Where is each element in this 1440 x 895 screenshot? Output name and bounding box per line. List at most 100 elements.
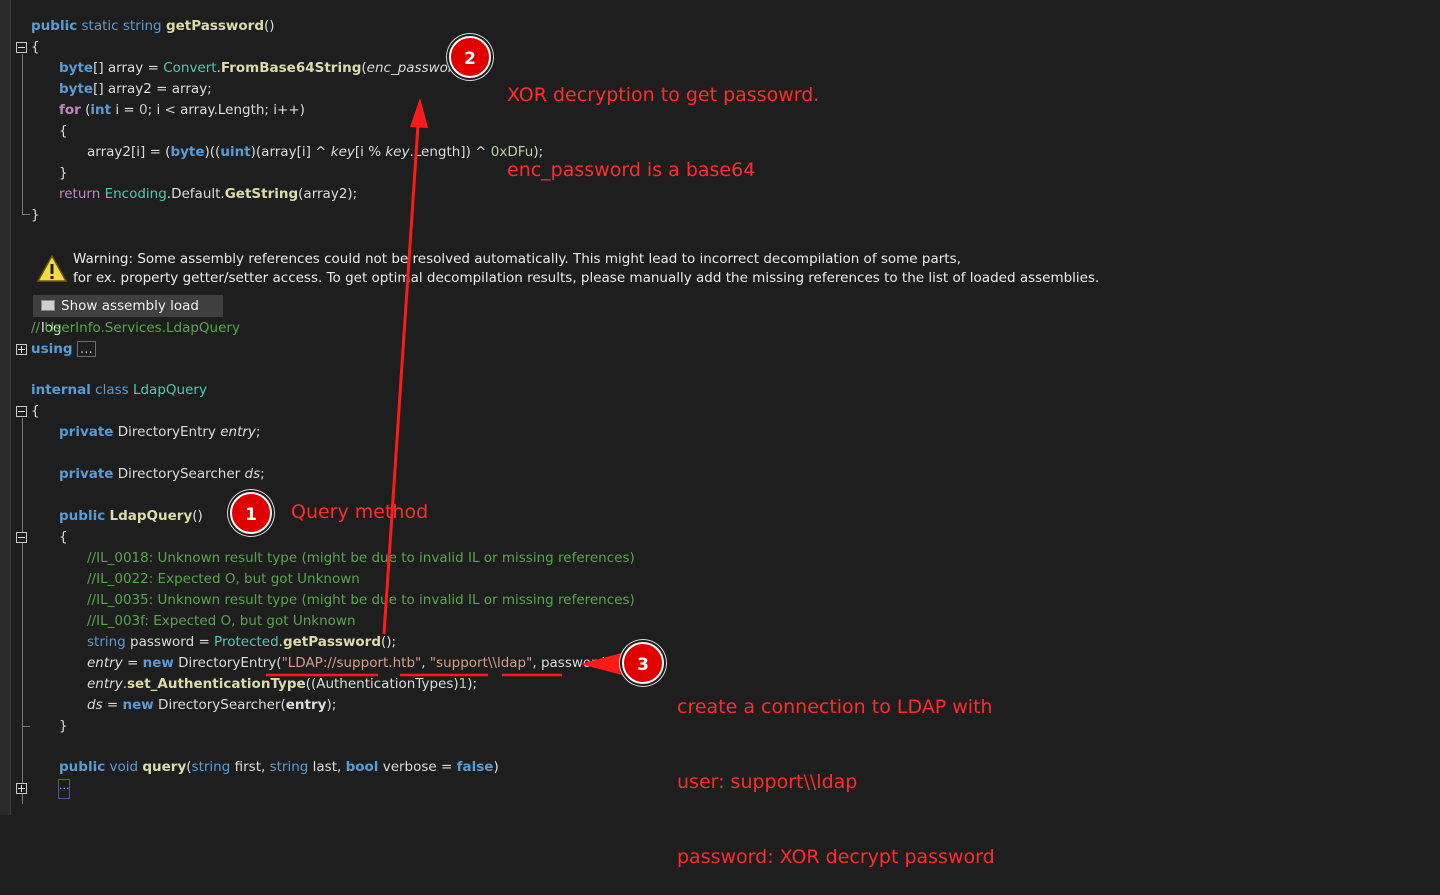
brace: { <box>31 403 40 419</box>
type-keyword: string <box>191 759 231 775</box>
method-name[interactable]: getPassword <box>165 18 264 34</box>
method-name[interactable]: FromBase64String <box>220 60 362 76</box>
code-text: .Length]) ^ <box>409 144 491 160</box>
type-name[interactable]: Encoding <box>104 186 167 202</box>
method-name[interactable]: GetString <box>224 186 299 202</box>
control-keyword: for <box>59 102 81 118</box>
il-comment: //IL_0022: Expected O, but got Unknown <box>87 571 360 587</box>
expand-toggle[interactable] <box>16 783 27 794</box>
type-name[interactable]: Protected <box>214 634 279 650</box>
code-text: first, <box>230 759 270 775</box>
type-keyword: int <box>90 102 112 118</box>
code-text: ((AuthenticationTypes) <box>305 676 459 692</box>
code-text: DirectorySearcher( <box>153 697 286 713</box>
expand-toggle[interactable] <box>16 344 27 355</box>
variable-ref[interactable]: password <box>540 655 606 671</box>
method-name[interactable]: getPassword <box>282 634 382 650</box>
field-ref[interactable]: key <box>330 144 355 160</box>
keyword: new <box>122 697 154 713</box>
type-keyword: string <box>87 634 126 650</box>
collapsed-region[interactable]: ... <box>76 341 96 357</box>
fold-guide-end <box>22 726 30 727</box>
code-text: = <box>122 655 143 671</box>
code-text: = <box>102 697 123 713</box>
namespace-comment: // UserInfo.Services.LdapQuery <box>31 320 240 336</box>
keyword: public <box>59 508 106 524</box>
type-name[interactable]: DirectoryEntry <box>117 424 216 440</box>
code-text: ; i < array.Length; i++) <box>147 102 305 118</box>
type-name[interactable]: DirectorySearcher <box>117 466 241 482</box>
code-line: { <box>31 401 40 422</box>
code-text: ( <box>361 60 367 76</box>
code-line: string password = Protected.getPassword(… <box>87 632 396 653</box>
code-text: .Default. <box>166 186 225 202</box>
field-ref[interactable]: entry <box>285 697 327 713</box>
code-line: private DirectoryEntry entry; <box>59 422 260 443</box>
code-line: byte[] array = Convert.FromBase64String(… <box>59 58 472 79</box>
arrow-2-shaft <box>382 124 420 635</box>
code-text: array2[i] = ( <box>87 144 171 160</box>
keyword: public <box>59 759 106 775</box>
method-name[interactable]: set_AuthenticationType <box>127 676 306 692</box>
warning-line: Warning: Some assembly references could … <box>73 251 961 267</box>
type-keyword: byte <box>59 60 94 76</box>
annotation-badge-1: 1 <box>230 492 272 534</box>
code-line: array2[i] = (byte)((uint)(array[i] ^ key… <box>87 142 543 163</box>
keyword: new <box>142 655 174 671</box>
code-text: () <box>192 508 203 524</box>
code-line: entry.set_AuthenticationType((Authentica… <box>87 674 477 695</box>
annotation-line: XOR decryption to get passowrd. <box>507 84 820 106</box>
field-ref[interactable]: key <box>385 144 410 160</box>
type-name[interactable]: Convert <box>163 60 217 76</box>
code-text: [] array = <box>93 60 164 76</box>
code-text: )(( <box>204 144 221 160</box>
type-keyword: uint <box>220 144 251 160</box>
code-line: } <box>31 205 40 226</box>
class-name[interactable]: LdapQuery <box>132 382 207 398</box>
keyword: static <box>81 18 119 34</box>
code-text: . <box>122 676 127 692</box>
show-assembly-log-button[interactable]: Show assembly load log <box>33 295 223 336</box>
code-line: } <box>59 716 68 737</box>
code-text: ) <box>493 759 499 775</box>
annotation-line: password: XOR decrypt password <box>677 846 995 868</box>
code-text: last, <box>308 759 346 775</box>
field-name[interactable]: ds <box>244 466 261 482</box>
brace: { <box>31 39 40 55</box>
brace: } <box>59 165 68 181</box>
fold-guide-end <box>22 214 30 215</box>
code-text: ; <box>260 466 265 482</box>
code-text: [] array2 = array; <box>93 81 212 97</box>
code-line: { <box>59 527 68 548</box>
field-ref[interactable]: entry <box>87 655 123 671</box>
code-text: , <box>532 655 541 671</box>
field-ref[interactable]: entry <box>87 676 123 692</box>
warning-message: Warning: Some assembly references could … <box>73 250 1099 288</box>
method-name[interactable]: LdapQuery <box>109 508 193 524</box>
code-line: return Encoding.Default.GetString(array2… <box>59 184 357 205</box>
collapse-toggle[interactable] <box>16 532 27 543</box>
code-text: (); <box>381 634 397 650</box>
field-name[interactable]: entry <box>220 424 256 440</box>
fold-guide <box>22 418 23 804</box>
warning-icon <box>36 254 68 282</box>
code-text: . <box>216 60 221 76</box>
collapse-toggle[interactable] <box>16 406 27 417</box>
code-line: { <box>59 121 68 142</box>
code-text: . <box>278 634 283 650</box>
keyword: private <box>59 466 114 482</box>
code-line: using ... <box>31 339 96 360</box>
string-literal: "LDAP://support.htb" <box>281 655 422 671</box>
code-text: ( <box>80 102 91 118</box>
brace: { <box>59 529 68 545</box>
field-ref[interactable]: enc_password <box>366 60 463 76</box>
code-line: for (int i = 0; i < array.Length; i++) <box>59 100 305 121</box>
code-text: DirectoryEntry( <box>173 655 282 671</box>
type-keyword: byte <box>170 144 205 160</box>
code-line: public void query(string first, string l… <box>59 757 499 778</box>
collapse-toggle[interactable] <box>16 42 27 53</box>
code-line: { <box>31 37 40 58</box>
collapsed-method-body[interactable]: ... <box>58 779 70 799</box>
field-ref[interactable]: ds <box>87 697 103 713</box>
method-name[interactable]: query <box>142 759 187 775</box>
